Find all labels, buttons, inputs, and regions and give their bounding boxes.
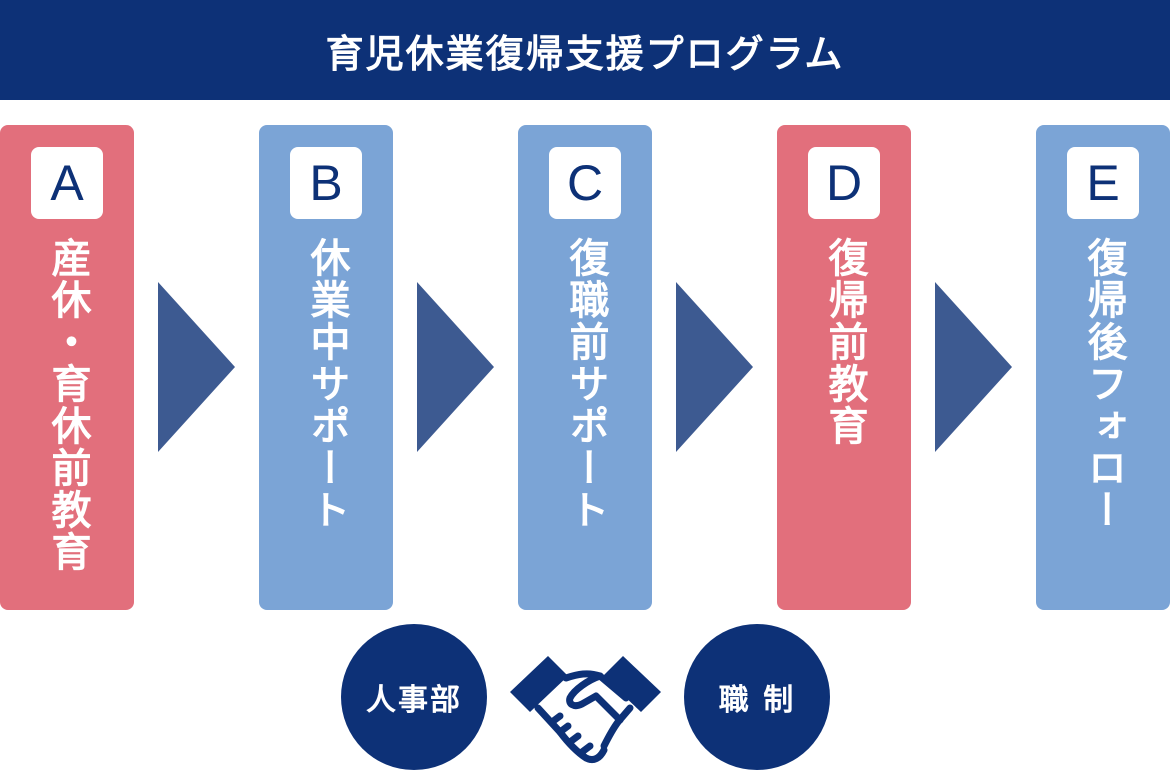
triangle-right-icon	[417, 282, 494, 452]
header-banner: 育児休業復帰支援プログラム	[0, 0, 1170, 100]
step-letter-c: C	[549, 147, 621, 219]
step-card-b: B 休業中サポート	[259, 125, 393, 610]
step-label-a: 産休・育休前教育	[44, 237, 91, 573]
step-label-b: 休業中サポート	[303, 237, 350, 531]
step-letter-a: A	[31, 147, 103, 219]
page-title: 育児休業復帰支援プログラム	[325, 31, 845, 76]
partner-management-label: 職 制	[718, 683, 796, 718]
step-card-d: D 復帰前教育	[777, 125, 911, 610]
step-label-e: 復帰後フォロー	[1080, 237, 1127, 531]
handshake-icon	[510, 656, 661, 764]
partner-hr-label: 人事部	[366, 683, 462, 718]
step-letter-d: D	[808, 147, 880, 219]
step-label-c: 復職前サポート	[562, 237, 609, 531]
triangle-right-icon	[676, 282, 753, 452]
step-card-e: E 復帰後フォロー	[1036, 125, 1170, 610]
triangle-right-icon	[935, 282, 1012, 452]
partner-hr-circle: 人事部	[341, 624, 487, 770]
step-letter-b: B	[290, 147, 362, 219]
step-card-c: C 復職前サポート	[518, 125, 652, 610]
step-card-a: A 産休・育休前教育	[0, 125, 134, 610]
triangle-right-icon	[158, 282, 235, 452]
step-letter-e: E	[1067, 147, 1139, 219]
step-label-d: 復帰前教育	[821, 237, 868, 447]
partner-management-circle: 職 制	[684, 624, 830, 770]
